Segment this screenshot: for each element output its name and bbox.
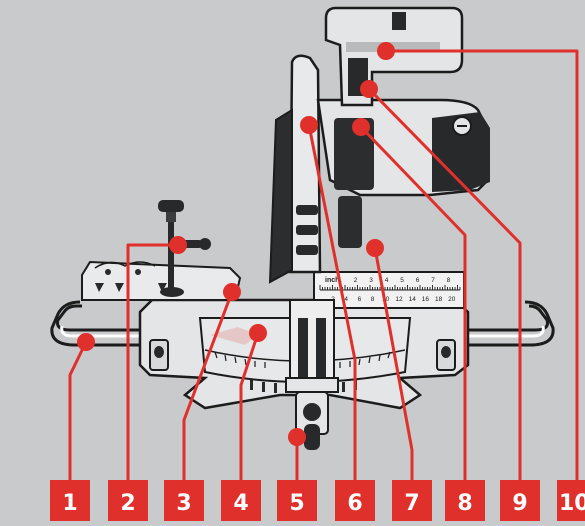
- callout-number-6: 6: [347, 491, 362, 516]
- leader-line-8: [359, 125, 467, 480]
- callout-number-7: 7: [404, 491, 419, 516]
- callout-number-9: 9: [512, 491, 527, 516]
- center-column: [285, 299, 339, 450]
- callout-dot-5: [288, 428, 306, 446]
- leader-line-1: [68, 341, 88, 480]
- left-fence: [81, 260, 242, 301]
- callout-number-10: 10: [559, 491, 585, 516]
- callout-number-8: 8: [457, 491, 472, 516]
- callout-6: 6: [335, 480, 375, 521]
- callout-dot-7: [366, 239, 384, 257]
- leader-lines: [68, 49, 579, 480]
- callout-7: 7: [392, 480, 432, 521]
- scale-label-cm: 10: [382, 296, 390, 303]
- leader-line-2: [126, 243, 178, 480]
- callout-number-3: 3: [176, 491, 191, 516]
- scale-label-cm: 18: [435, 296, 443, 303]
- leader-line-4: [239, 332, 260, 480]
- callout-dot-1: [77, 333, 95, 351]
- motor-housing: [316, 98, 490, 248]
- callout-dot-2: [169, 236, 187, 254]
- scale-label-cm: 16: [422, 296, 430, 303]
- callout-9: 9: [500, 480, 540, 521]
- callout-3: 3: [164, 480, 204, 521]
- right-extension-handle: [455, 300, 555, 347]
- scale-unit-inch: inch: [325, 277, 339, 284]
- scale-label-cm: 4: [344, 296, 348, 303]
- callout-number-2: 2: [120, 491, 135, 516]
- saw-handle: [324, 6, 464, 107]
- scale-label-inch: 3: [369, 277, 373, 284]
- scale-label-inch: 4: [385, 277, 389, 284]
- scale-label-cm: 20: [448, 296, 456, 303]
- callout-2: 2: [108, 480, 148, 521]
- callout-dot-10: [377, 42, 395, 60]
- scale-label-cm: 6: [358, 296, 362, 303]
- scale-label-inch: 6: [416, 277, 420, 284]
- scale-label-cm: 12: [395, 296, 403, 303]
- callout-number-1: 1: [62, 491, 77, 516]
- callout-dot-8: [352, 118, 370, 136]
- leader-line-10: [386, 49, 579, 480]
- left-extension-handle: [50, 300, 150, 347]
- scale-label-inch: 5: [400, 277, 404, 284]
- scale-label-inch: 2: [354, 277, 358, 284]
- callout-number-4: 4: [233, 491, 248, 516]
- callout-5: 5: [277, 480, 317, 521]
- callout-4: 4: [221, 480, 261, 521]
- callout-10: 10: [557, 480, 585, 521]
- scale-label-inch: 8: [447, 277, 451, 284]
- callout-dot-3: [223, 283, 241, 301]
- scale-label-cm: 14: [409, 296, 417, 303]
- callout-dot-9: [360, 80, 378, 98]
- scale-label-inch: 7: [431, 277, 435, 284]
- callout-dot-4: [249, 324, 267, 342]
- leader-line-6: [307, 124, 357, 480]
- blade-guard: [268, 54, 322, 284]
- callout-8: 8: [445, 480, 485, 521]
- callout-number-5: 5: [289, 491, 304, 516]
- leader-line-3: [182, 291, 234, 480]
- callout-dots: [77, 42, 395, 446]
- leader-line-7: [373, 247, 414, 480]
- callout-dot-6: [300, 116, 318, 134]
- callout-1: 1: [50, 480, 90, 521]
- leader-line-9: [367, 87, 522, 480]
- scale-label-cm: 8: [371, 296, 375, 303]
